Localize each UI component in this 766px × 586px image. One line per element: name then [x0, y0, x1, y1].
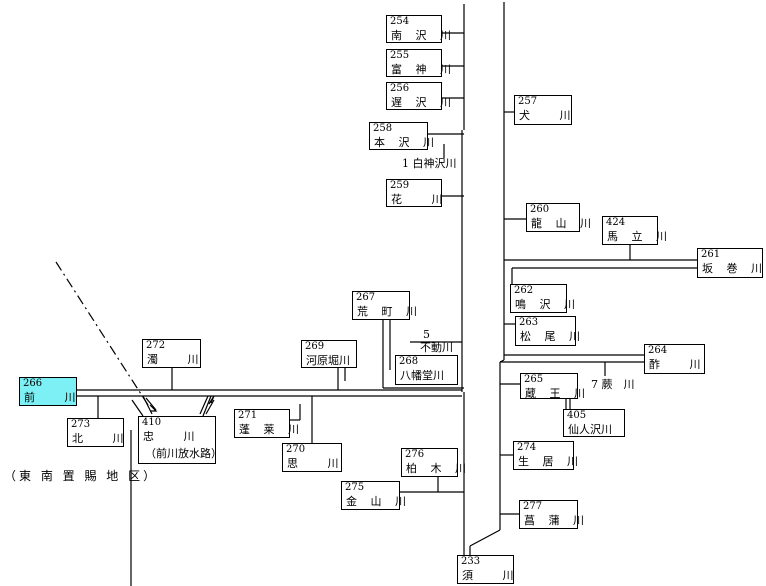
- river-name: 金 山 川: [346, 495, 411, 508]
- river-name: 生 居 川: [518, 455, 583, 468]
- river-name: 八幡堂川: [400, 369, 444, 382]
- river-name: 濁 川: [147, 353, 204, 366]
- river-number: 265: [524, 374, 544, 385]
- river-name: 菖 蒲 川: [524, 514, 589, 527]
- river-name: 河原堀川: [306, 354, 350, 367]
- river-number: 261: [701, 249, 721, 260]
- river-node-258[interactable]: 258 本 沢 川: [369, 122, 434, 150]
- label-shiragamisawa: 1 白神沢川: [402, 157, 457, 170]
- river-name: 思 川: [287, 457, 344, 470]
- river-name: 蔵 王 川: [525, 387, 590, 400]
- river-name: 龍 山 川: [531, 217, 596, 230]
- river-node-272[interactable]: 272 濁 川: [142, 339, 201, 368]
- river-number: 263: [519, 317, 539, 328]
- river-number: 268: [399, 356, 419, 367]
- river-number: 269: [305, 341, 325, 352]
- river-node-262[interactable]: 262 鳴 沢 川: [510, 284, 575, 313]
- river-node-277[interactable]: 277 菖 蒲 川: [519, 500, 584, 529]
- river-number: 254: [390, 16, 410, 27]
- river-node-260[interactable]: 260 龍 山 川: [526, 203, 591, 232]
- river-node-263[interactable]: 263 松 尾 川: [515, 316, 580, 346]
- river-name: 蓬 莱 川: [239, 423, 304, 436]
- river-number: 264: [648, 345, 668, 356]
- river-number: 424: [606, 217, 626, 228]
- river-node-265[interactable]: 265 蔵 王 川: [520, 373, 585, 400]
- river-node-424[interactable]: 424 馬 立 川: [602, 216, 667, 245]
- river-name: 花 川: [391, 193, 448, 206]
- river-number: 271: [238, 410, 258, 421]
- river-node-273[interactable]: 273 北 川: [67, 418, 124, 447]
- river-name: 松 尾 川: [520, 330, 585, 343]
- river-node-266[interactable]: 266 前 川: [19, 377, 77, 406]
- river-name: 仙人沢川: [568, 423, 612, 436]
- river-name: 遅 沢 川: [391, 96, 456, 109]
- river-node-405[interactable]: 405 仙人沢川: [563, 409, 625, 437]
- area-label: （東 南 置 賜 地 区）: [4, 469, 159, 483]
- river-number: 233: [461, 556, 481, 567]
- river-name: 須 川: [462, 569, 519, 582]
- river-name: 富 神 川: [391, 63, 456, 76]
- river-name: 鳴 沢 川: [515, 298, 580, 311]
- river-name: 馬 立 川: [607, 230, 672, 243]
- river-name: 柏 木 川: [406, 462, 471, 475]
- river-number: 266: [23, 378, 43, 389]
- river-number: 256: [390, 83, 410, 94]
- river-node-259[interactable]: 259 花 川: [386, 179, 443, 207]
- river-number: 259: [390, 180, 410, 191]
- river-node-233[interactable]: 233 須 川: [457, 555, 514, 584]
- river-node-261[interactable]: 261 坂 巻 川: [697, 248, 763, 278]
- river-name: 坂 巻 川: [702, 262, 766, 275]
- river-number: 277: [523, 501, 543, 512]
- river-number: 275: [345, 482, 365, 493]
- river-number: 405: [567, 410, 587, 421]
- label-fudo-number: 5: [423, 328, 430, 341]
- river-name: 本 沢 川: [374, 136, 439, 149]
- river-name: 南 沢 川: [391, 29, 456, 42]
- river-node-410[interactable]: 410 忠 川 （前川放水路）: [138, 416, 222, 464]
- river-node-274[interactable]: 274 生 居 川: [513, 441, 578, 470]
- river-number: 273: [71, 419, 91, 430]
- river-node-275[interactable]: 275 金 山 川: [341, 481, 406, 510]
- river-number: 267: [356, 292, 376, 303]
- river-number: 274: [517, 442, 537, 453]
- river-name: 荒 町 川: [357, 305, 422, 318]
- river-node-264[interactable]: 264 酢 川: [644, 344, 705, 374]
- river-number: 270: [286, 444, 306, 455]
- river-number: 260: [530, 204, 550, 215]
- river-number: 257: [518, 96, 538, 107]
- river-node-269[interactable]: 269 河原堀川: [301, 340, 357, 368]
- label-fudo-name: 不動川: [420, 341, 453, 354]
- river-node-254[interactable]: 254 南 沢 川: [386, 15, 451, 43]
- river-alt-name: （前川放水路）: [145, 447, 222, 460]
- river-node-271[interactable]: 271 蓬 莱 川: [234, 409, 299, 438]
- river-number: 272: [146, 340, 166, 351]
- river-number: 410: [142, 417, 162, 428]
- river-number: 258: [373, 123, 393, 134]
- river-node-256[interactable]: 256 遅 沢 川: [386, 82, 451, 110]
- river-name: 酢 川: [649, 358, 706, 371]
- label-warabi: 7 蕨 川: [591, 378, 635, 391]
- river-node-268[interactable]: 268 八幡堂川: [395, 355, 458, 385]
- river-node-255[interactable]: 255 富 神 川: [386, 49, 451, 77]
- river-node-267[interactable]: 267 荒 町 川: [352, 291, 417, 320]
- river-node-270[interactable]: 270 思 川: [282, 443, 342, 472]
- river-node-276[interactable]: 276 柏 木 川: [401, 448, 466, 477]
- river-name: 北 川: [72, 432, 129, 445]
- river-number: 255: [390, 50, 410, 61]
- river-name: 犬 川: [519, 109, 576, 122]
- river-number: 262: [514, 285, 534, 296]
- river-node-257[interactable]: 257 犬 川: [514, 95, 572, 125]
- river-name: 前 川: [24, 391, 81, 404]
- river-name: 忠 川: [143, 430, 200, 443]
- river-number: 276: [405, 449, 425, 460]
